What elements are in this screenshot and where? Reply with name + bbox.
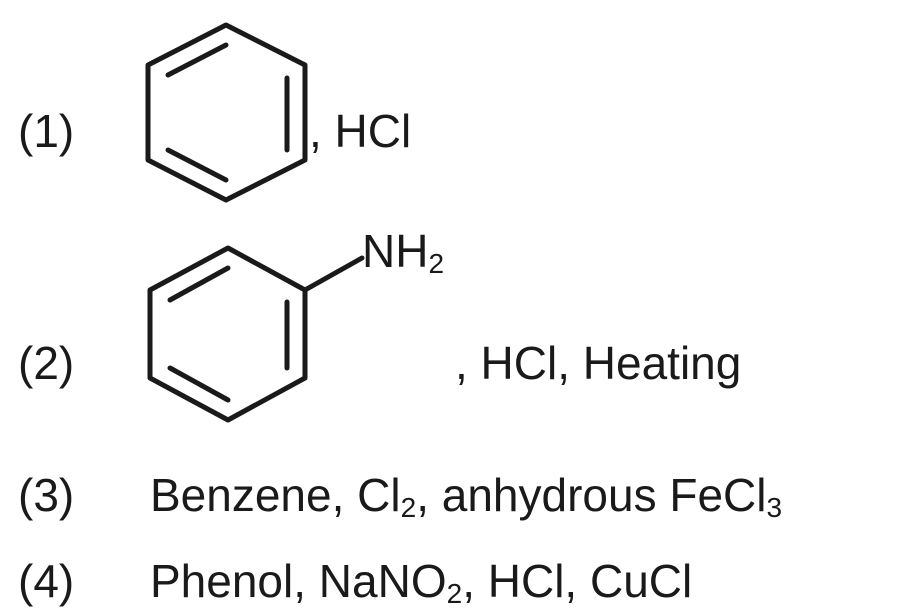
option-1-reagent: , HCl: [309, 105, 412, 157]
option-4-number: (4): [18, 555, 75, 607]
option-3-text: Benzene, Cl2, anhydrous FeCl3: [150, 469, 783, 523]
amino-group-label: NH2: [362, 225, 445, 279]
option-3-number: (3): [18, 469, 75, 521]
option-2-number: (2): [18, 337, 75, 389]
option-4-text: Phenol, NaNO2, HCl, CuCl: [150, 555, 693, 609]
option-1-number: (1): [18, 105, 75, 157]
option-2-reagent: , HCl, Heating: [455, 337, 742, 389]
